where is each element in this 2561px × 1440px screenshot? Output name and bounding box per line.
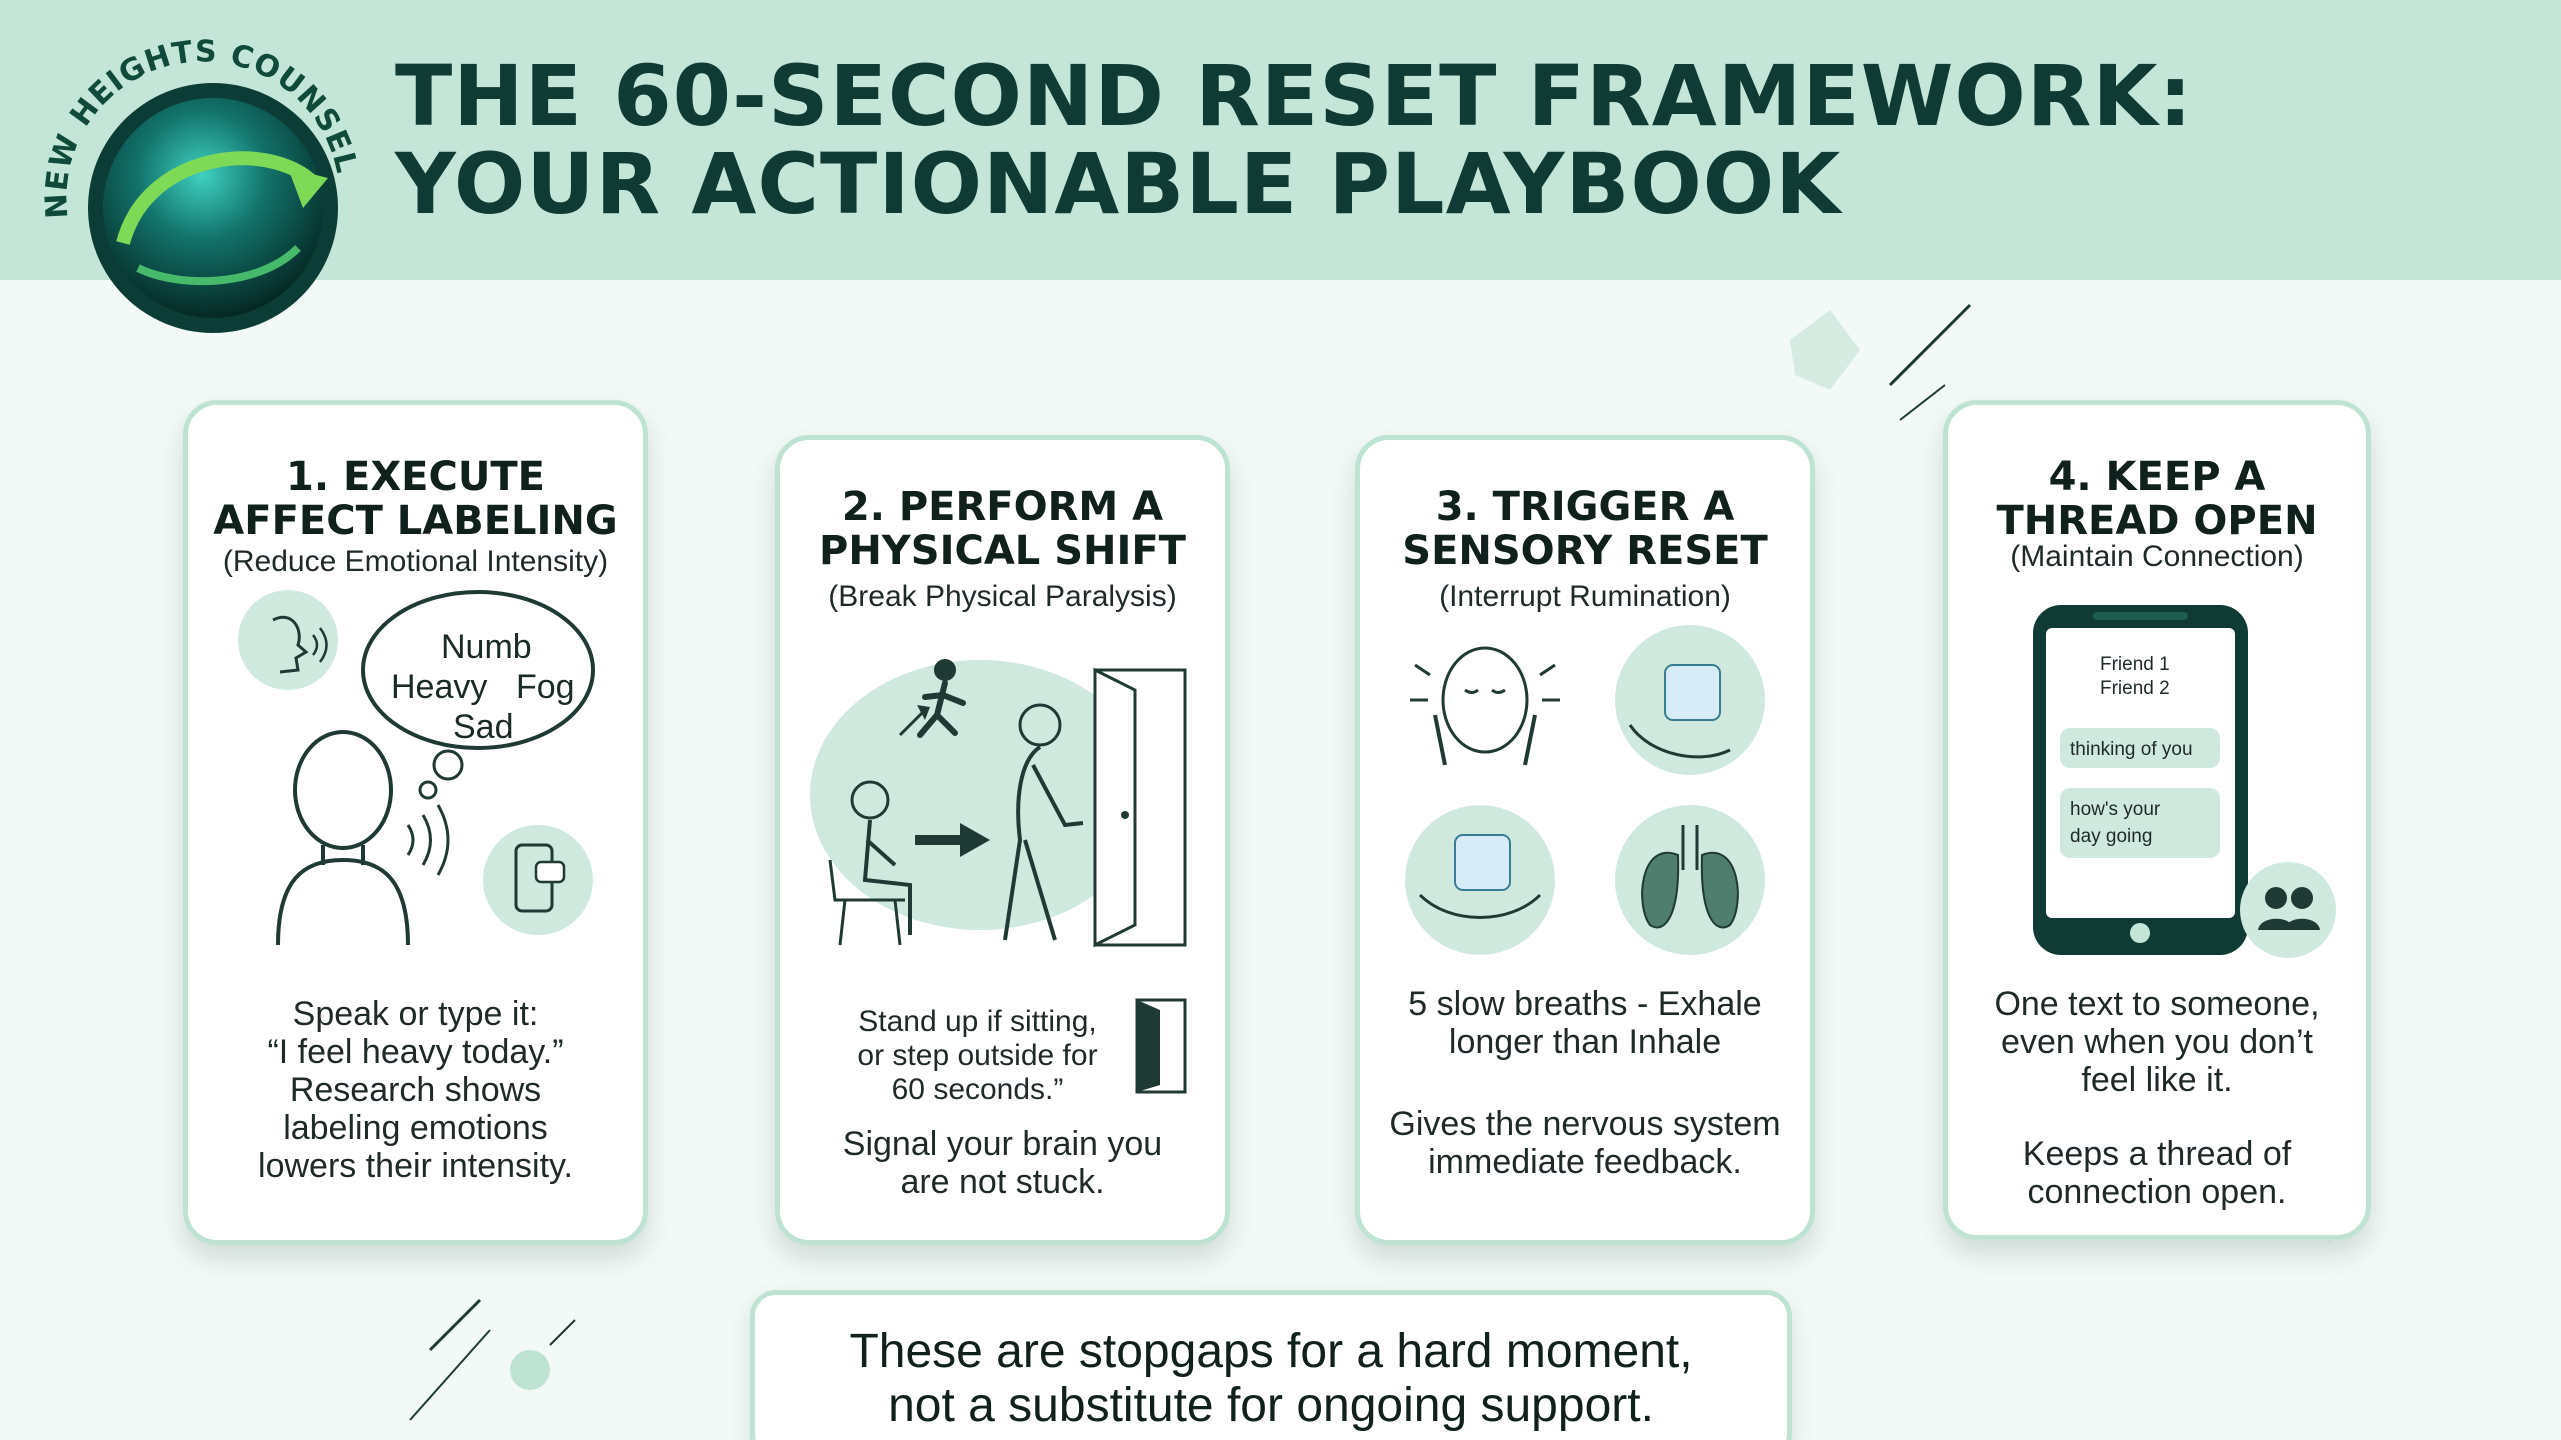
card-subtitle: (Break Physical Paralysis): [828, 580, 1177, 613]
message-bubble-2-line-1: how's your: [2070, 799, 2161, 820]
card-body-text: 5 slow breaths - Exhale longer than Inha…: [1408, 985, 1762, 1061]
card-subtitle: (Reduce Emotional Intensity): [222, 545, 609, 578]
card-body-text-2: Signal your brain you are not stuck.: [842, 1125, 1163, 1201]
emotion-word: Fog: [516, 668, 575, 706]
card-body-text: One text to someone, even when you don’t…: [1994, 985, 2320, 1099]
ice-cube-hand-icon: [1615, 625, 1765, 775]
footer-text: These are stopgaps for a hard moment, no…: [849, 1325, 1693, 1432]
new-heights-logo: NEW HEIGHTS COUNSELING: [15, 1, 368, 348]
seated-person-icon: [828, 780, 912, 946]
card-subtitle: (Interrupt Rumination): [1439, 580, 1731, 613]
card-affect-labeling: 1. EXECUTE AFFECT LABELING (Reduce Emoti…: [183, 400, 648, 1245]
card-body-text: Stand up if sitting, or step outside for…: [857, 1005, 1098, 1106]
affect-labeling-illustration: [238, 590, 595, 946]
emotion-word: Sad: [453, 708, 514, 746]
header-band: [0, 0, 2561, 280]
footer-note: These are stopgaps for a hard moment, no…: [750, 1290, 1792, 1440]
card-body-text: Speak or type it: “I feel heavy today.” …: [258, 995, 573, 1185]
page-title: THE 60-SECOND RESET FRAMEWORK: YOUR ACTI…: [395, 52, 2195, 228]
title-line-2: YOUR ACTIONABLE PLAYBOOK: [395, 135, 1842, 233]
card-sensory-reset: 3. TRIGGER A SENSORY RESET (Interrupt Ru…: [1355, 435, 1815, 1245]
card-title: 2. PERFORM A PHYSICAL SHIFT: [819, 484, 1186, 574]
emotion-word: Numb: [441, 628, 532, 666]
speaking-head-icon: [238, 590, 338, 690]
contact-friend-2: Friend 2: [2100, 678, 2170, 699]
group-icon: [2240, 862, 2336, 958]
person-icon: [276, 730, 410, 946]
decorative-lines: [409, 1298, 576, 1421]
sound-waves-icon: [406, 804, 450, 876]
ice-cube-palm-icon: [1405, 805, 1555, 955]
smartphone-icon: Friend 1 Friend 2 thinking of you how's …: [2033, 605, 2336, 958]
decorative-shards: [1790, 303, 1972, 421]
sensory-reset-illustration: [1405, 625, 1765, 955]
card-thread-open: 4. KEEP A THREAD OPEN (Maintain Connecti…: [1943, 400, 2371, 1240]
card-subtitle: (Maintain Connection): [2010, 540, 2304, 573]
running-person-icon: [898, 659, 966, 738]
card-body-text-2: Keeps a thread of connection open.: [2022, 1135, 2292, 1211]
open-door-icon: [1135, 998, 1187, 1094]
phone-chat-icon: [483, 825, 593, 935]
card-physical-shift: 2. PERFORM A PHYSICAL SHIFT (Break Physi…: [775, 435, 1230, 1245]
card-title: 4. KEEP A THREAD OPEN: [1996, 454, 2318, 544]
emotion-word: Heavy: [391, 668, 488, 706]
card-body-text-2: Gives the nervous system immediate feedb…: [1389, 1105, 1781, 1181]
card-title: 3. TRIGGER A SENSORY RESET: [1402, 484, 1768, 574]
open-door-icon: [1093, 667, 1187, 948]
arrow-right-icon: [915, 823, 990, 857]
message-bubble-2-line-2: day going: [2070, 826, 2152, 847]
physical-shift-illustration: [810, 659, 1187, 948]
card-title: 1. EXECUTE AFFECT LABELING: [213, 454, 618, 544]
face-touch-icon: [1410, 646, 1560, 766]
lungs-icon: [1615, 805, 1765, 955]
walking-person-icon: [1003, 703, 1084, 941]
thought-bubble-icon: [361, 590, 595, 800]
contact-friend-1: Friend 1: [2100, 654, 2170, 675]
message-bubble-1: thinking of you: [2070, 739, 2193, 760]
title-line-1: THE 60-SECOND RESET FRAMEWORK:: [395, 47, 2194, 145]
